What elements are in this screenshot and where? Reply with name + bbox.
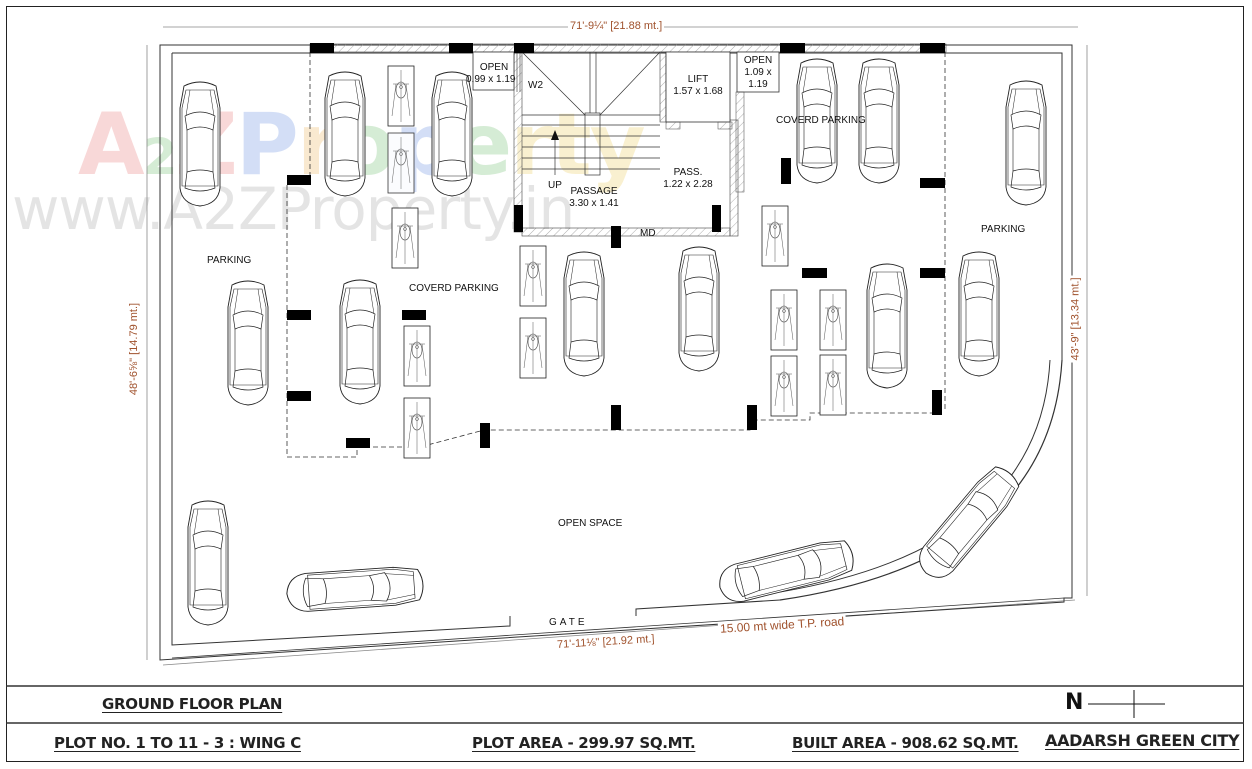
gate-label: GATE — [549, 617, 588, 628]
open-shaft-right-label: OPEN 1.09 x 1.19 — [743, 55, 773, 90]
parking-right-label: PARKING — [981, 224, 1026, 235]
passage-label: PASSAGE 3.30 x 1.41 — [569, 186, 619, 209]
north-label: N — [1065, 690, 1084, 715]
built-area: BUILT AREA - 908.62 SQ.MT. — [792, 734, 1019, 752]
open-shaft-left-label: OPEN 0.99 x 1.19 — [466, 62, 516, 85]
project-name: AADARSH GREEN CITY — [1045, 731, 1240, 750]
dimension-lines — [146, 26, 1088, 666]
window-w2-label: W2 — [528, 80, 543, 91]
plot-number: PLOT NO. 1 TO 11 - 3 : WING C — [54, 734, 301, 752]
lift-label: LIFT 1.57 x 1.68 — [673, 74, 723, 97]
pass-label: PASS. 1.22 x 2.28 — [663, 167, 713, 190]
columns — [287, 43, 945, 448]
stair-up-label: UP — [548, 180, 562, 191]
drawing-sheet-border — [6, 6, 1244, 762]
staircase-core — [472, 51, 780, 237]
dimension-left: 48'-6⅝" [14.79 mt.] — [128, 300, 141, 398]
bike-icons — [387, 65, 847, 459]
open-space-label: OPEN SPACE — [558, 518, 623, 529]
dimension-top: 71'-9¼" [21.88 mt.] — [568, 20, 665, 32]
dimension-right: 43'-9" [13.34 mt.] — [1069, 275, 1082, 363]
covered-parking-left-label: COVERD PARKING — [409, 283, 499, 294]
plot-area: PLOT AREA - 299.97 SQ.MT. — [472, 734, 696, 752]
plan-title: GROUND FLOOR PLAN — [102, 695, 283, 713]
main-door-label: MD — [640, 228, 656, 239]
parking-left-label: PARKING — [207, 255, 252, 266]
north-arrow-icon — [1088, 690, 1165, 718]
covered-parking-right-label: COVERD PARKING — [776, 115, 866, 126]
